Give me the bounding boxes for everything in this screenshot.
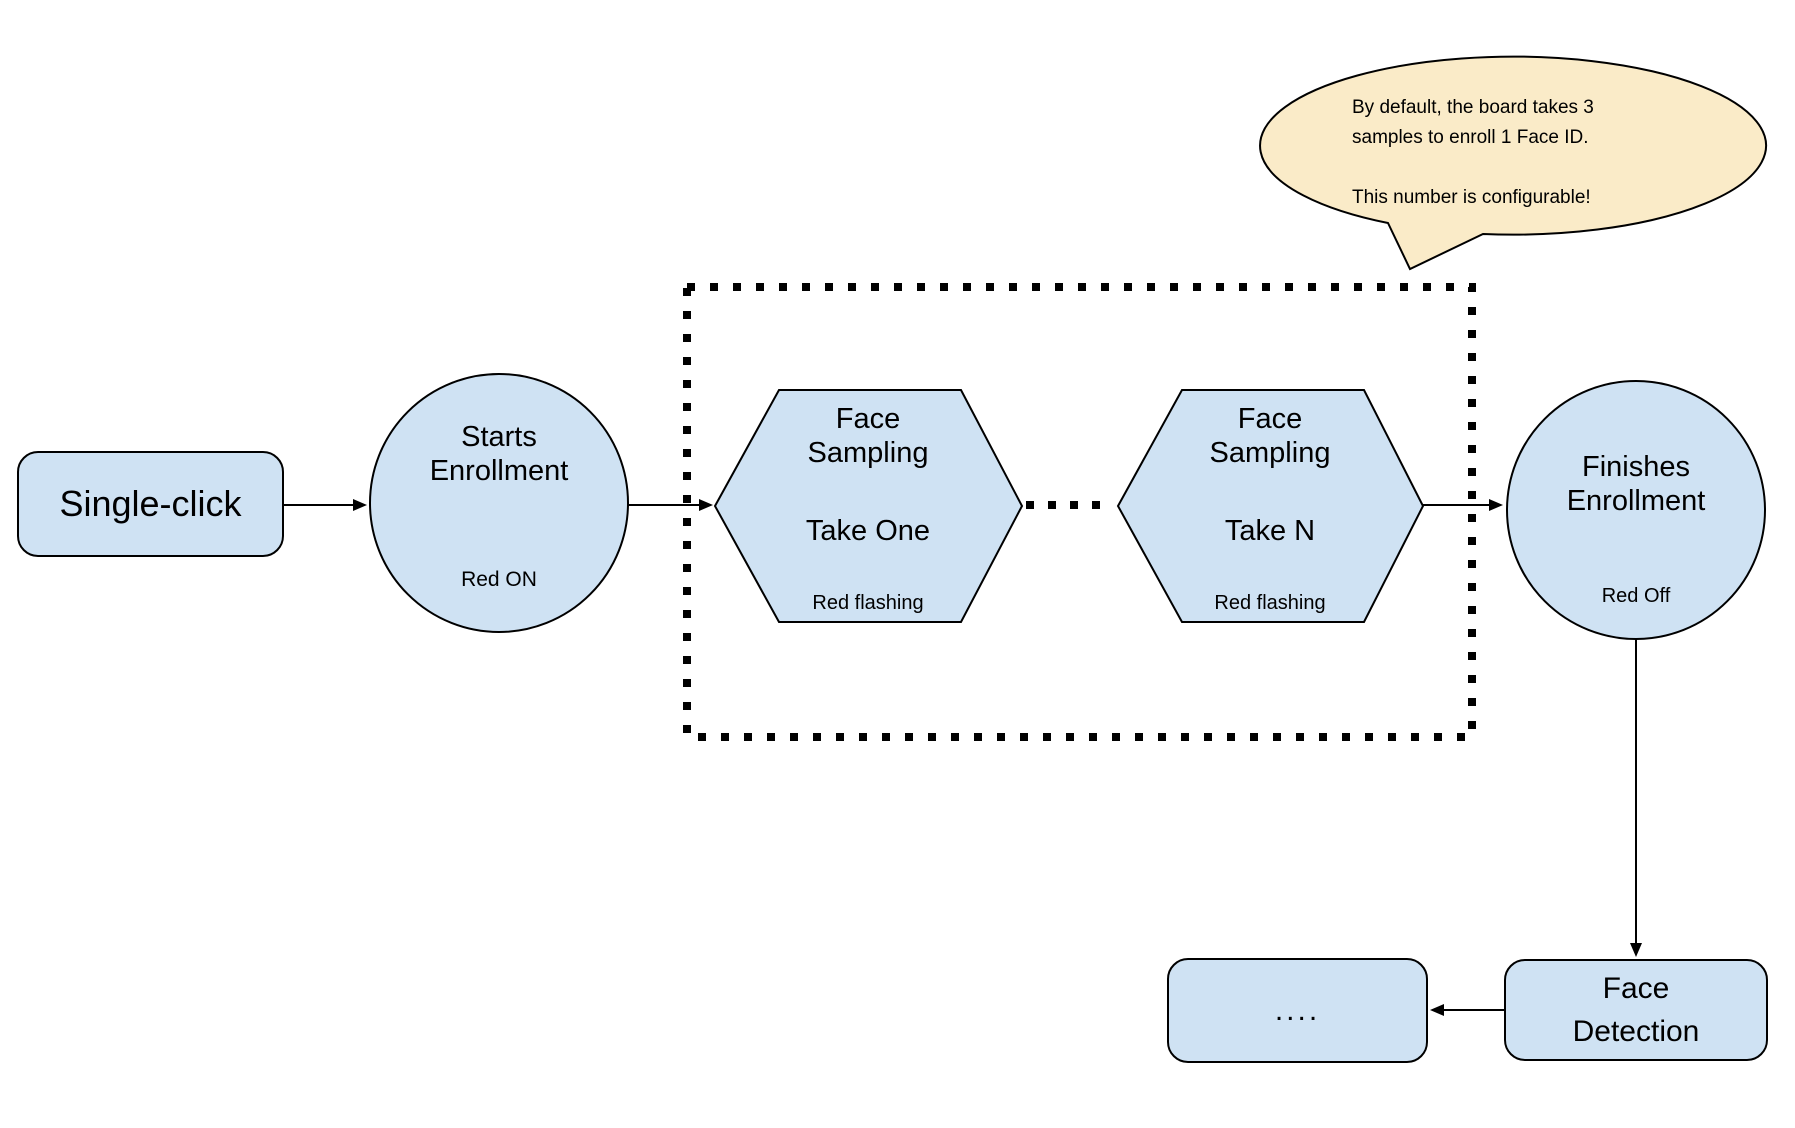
face-detection-label: Face Detection [1572, 972, 1700, 1048]
single-click-label: Single-click [59, 482, 242, 524]
continuation-box [1167, 958, 1428, 1063]
continuation-label: .... [1274, 993, 1321, 1027]
face-sampling-one-status: Red flashing [812, 592, 924, 614]
face-sampling-n-take: Take N [1224, 515, 1316, 547]
face-sampling-one-hexagon [713, 389, 1024, 623]
callout-text: By default, the board takes 3 samples to… [1352, 97, 1594, 208]
face-sampling-n-title: Face Sampling [1209, 403, 1331, 469]
finishes-enrollment-status: Red Off [1601, 585, 1671, 607]
face-sampling-n-status: Red flashing [1214, 592, 1326, 614]
face-sampling-one-title: Face Sampling [807, 403, 929, 469]
finishes-enrollment-title: Finishes Enrollment [1566, 451, 1706, 517]
face-sampling-one-take: Take One [805, 515, 931, 547]
sampling-group-border [683, 283, 1476, 741]
starts-enrollment-status: Red ON [461, 568, 537, 591]
callout-bubble [1259, 55, 1767, 271]
starts-enrollment-title: Starts Enrollment [429, 421, 569, 487]
starts-enrollment-circle [369, 373, 629, 633]
